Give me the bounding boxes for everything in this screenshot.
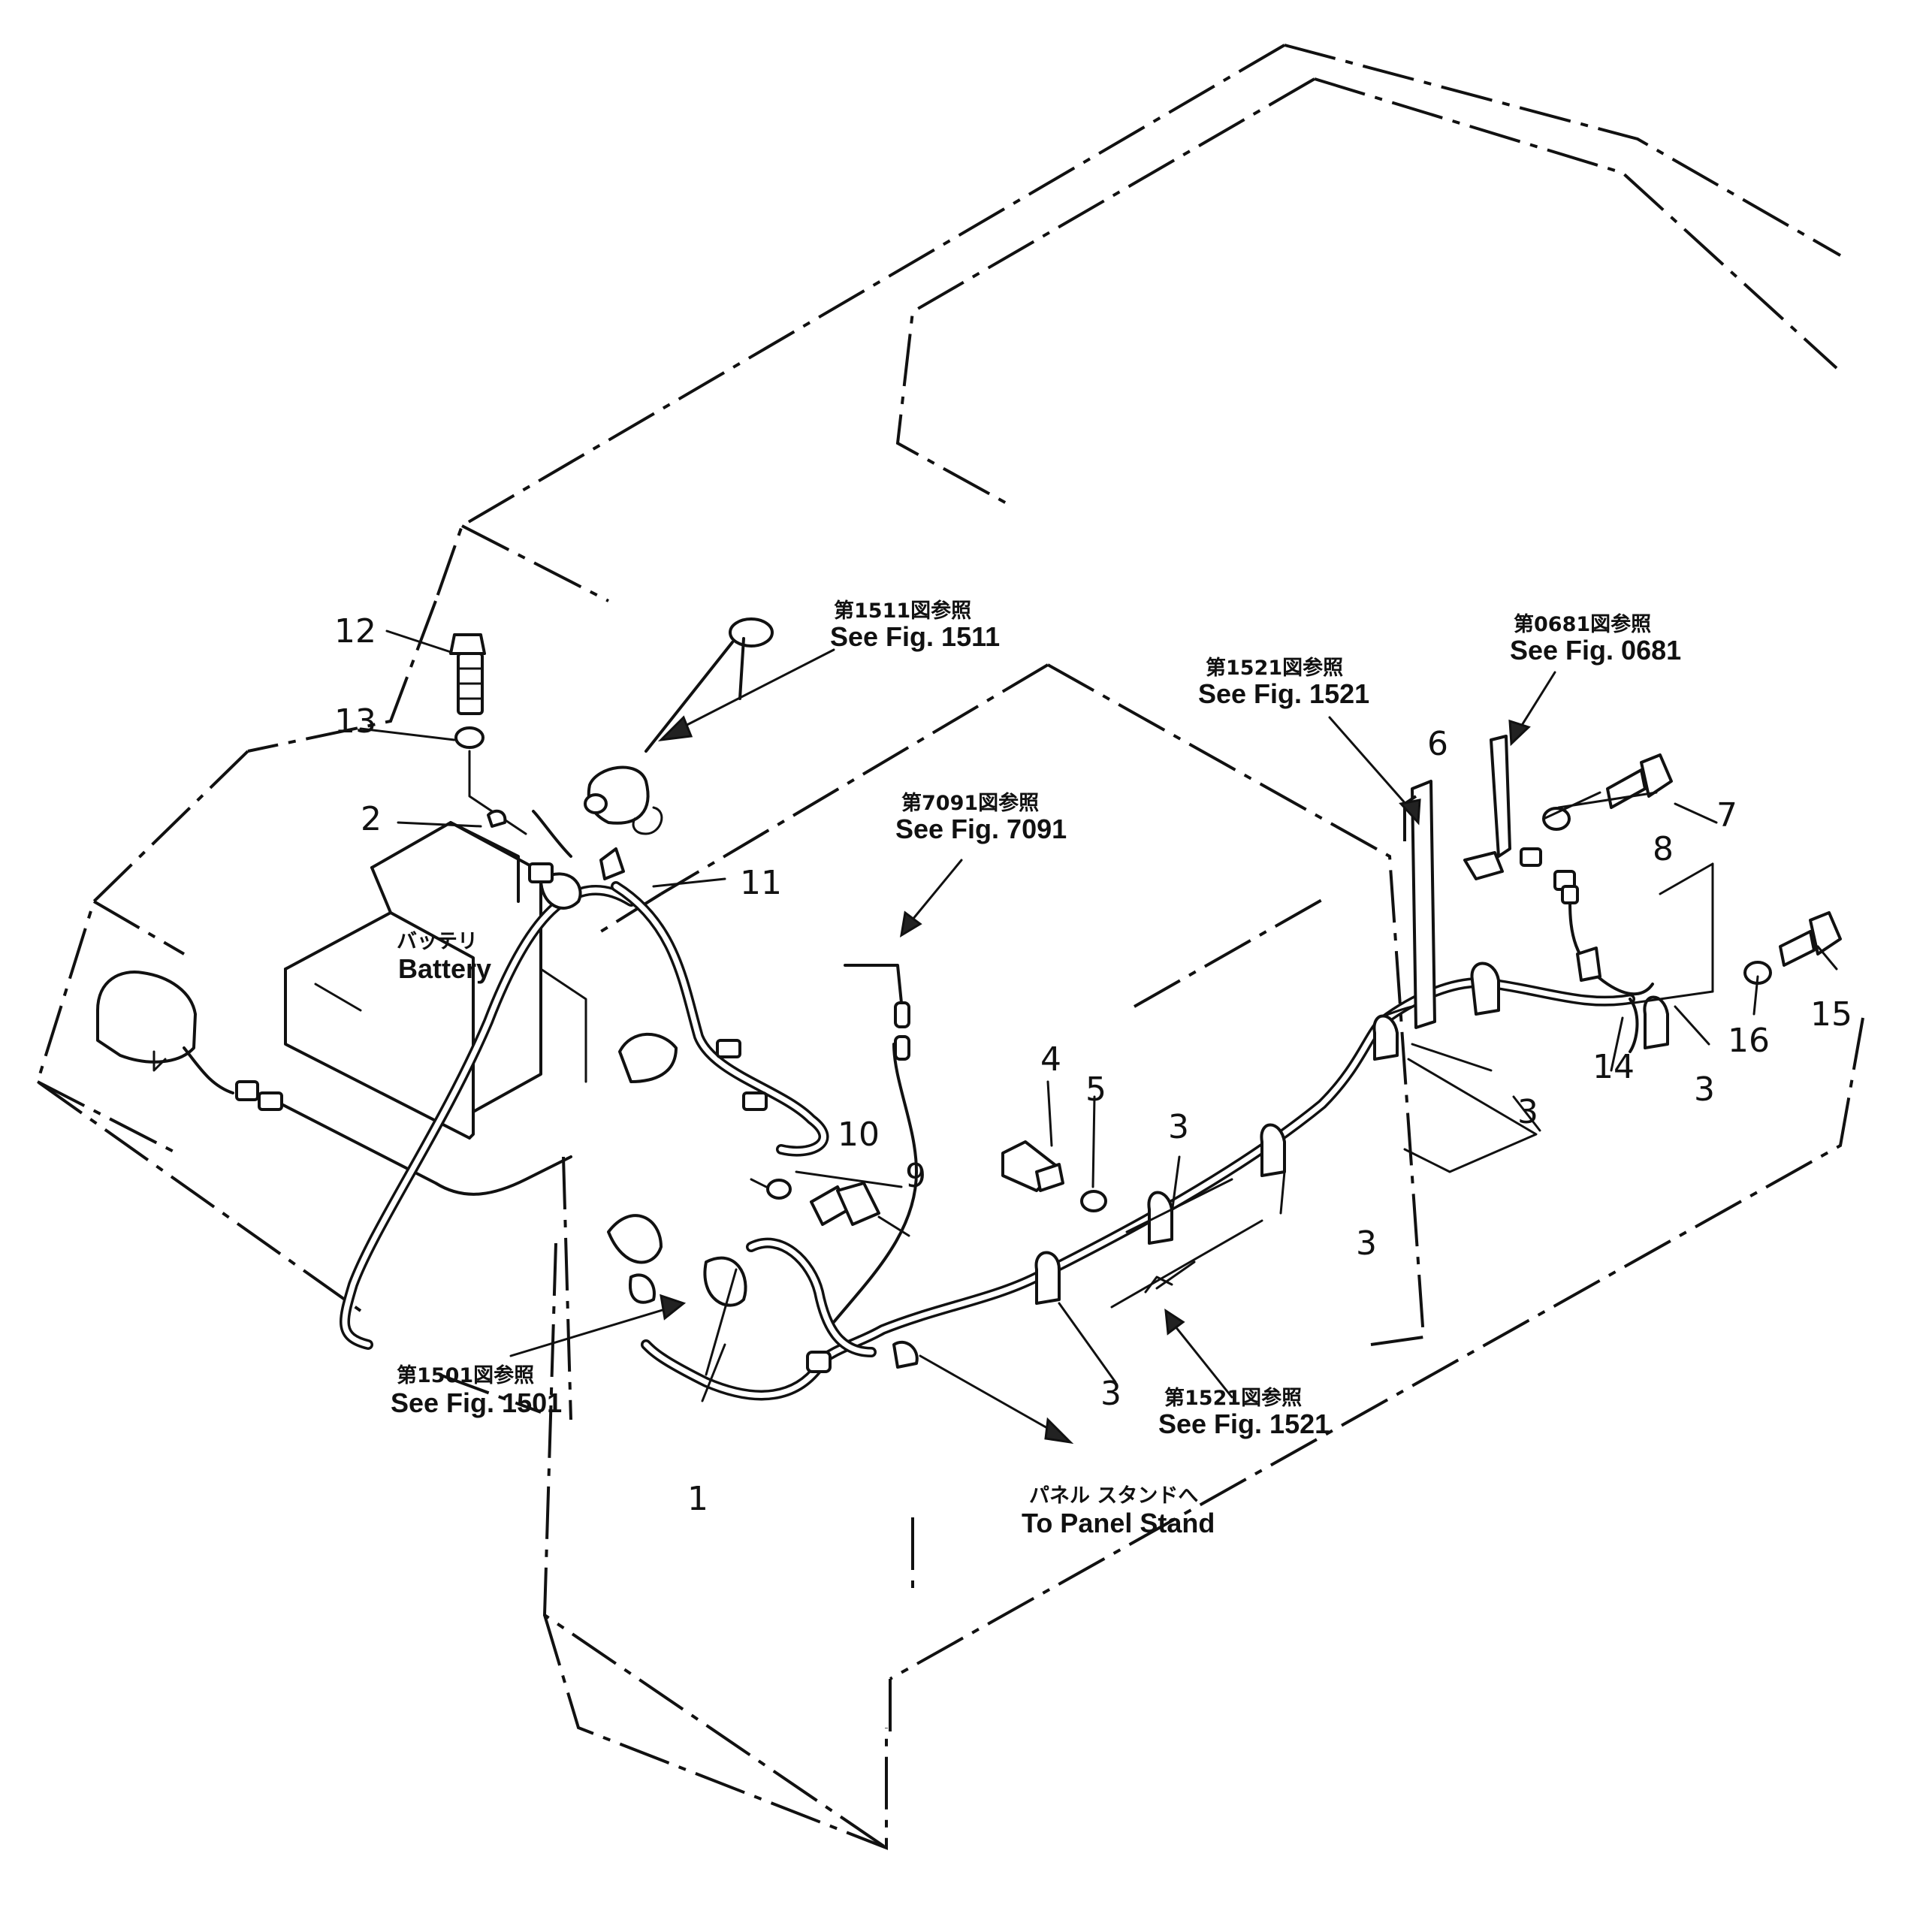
svg-text:第1501図参照: 第1501図参照 bbox=[397, 1363, 534, 1387]
svg-text:To Panel Stand: To Panel Stand bbox=[1022, 1508, 1215, 1538]
callout-6: 6 bbox=[1427, 725, 1448, 763]
figure-reference-1511: 第1511図参照 See Fig. 1511 bbox=[830, 599, 1000, 652]
svg-text:第1521図参照: 第1521図参照 bbox=[1206, 656, 1343, 680]
svg-text:パネル スタンドへ: パネル スタンドへ bbox=[1029, 1484, 1198, 1508]
callout-3: 3 bbox=[1168, 1108, 1189, 1146]
svg-text:See Fig. 1521: See Fig. 1521 bbox=[1198, 678, 1369, 709]
svg-text:第0681図参照: 第0681図参照 bbox=[1514, 612, 1651, 636]
callout-3: 3 bbox=[1100, 1375, 1121, 1413]
figure-reference-1501: 第1501図参照 See Fig. 1501 bbox=[391, 1363, 562, 1418]
part-callouts: 12 13 2 11 1 4 5 3 10 9 3 3 3 6 7 8 14 3… bbox=[334, 612, 1852, 1518]
svg-text:See Fig. 1501: See Fig. 1501 bbox=[391, 1387, 562, 1418]
figure-reference-1521-top: 第1521図参照 See Fig. 1521 bbox=[1198, 656, 1369, 709]
bolts-middle bbox=[750, 1140, 1107, 1226]
svg-text:第1521図参照: 第1521図参照 bbox=[1164, 1386, 1302, 1410]
figure-reference-1521-bottom: 第1521図参照 See Fig. 1521 bbox=[1158, 1386, 1330, 1439]
callout-3: 3 bbox=[1694, 1070, 1715, 1109]
callout-11: 11 bbox=[740, 864, 782, 902]
ref-arrows bbox=[509, 648, 1556, 1445]
connectors bbox=[539, 847, 919, 1373]
figure-reference-7091: 第7091図参照 See Fig. 7091 bbox=[895, 791, 1067, 844]
bolts-top-left bbox=[449, 633, 608, 883]
svg-text:See Fig. 1521: See Fig. 1521 bbox=[1158, 1408, 1330, 1439]
svg-text:See Fig. 0681: See Fig. 0681 bbox=[1510, 635, 1681, 666]
callout-1: 1 bbox=[687, 1480, 708, 1518]
callout-13: 13 bbox=[334, 702, 376, 741]
clamps bbox=[1034, 946, 1669, 1305]
panel-stand-label: パネル スタンドへ To Panel Stand bbox=[1022, 1484, 1215, 1538]
battery-label: バッテリ Battery bbox=[397, 930, 491, 984]
svg-text:See Fig. 1511: See Fig. 1511 bbox=[830, 621, 1000, 652]
callout-12: 12 bbox=[334, 612, 376, 651]
svg-text:第1511図参照: 第1511図参照 bbox=[834, 599, 971, 623]
svg-text:Battery: Battery bbox=[398, 953, 491, 984]
callout-16: 16 bbox=[1728, 1022, 1770, 1060]
machine-outline bbox=[35, 44, 1864, 1850]
callout-5: 5 bbox=[1085, 1070, 1106, 1109]
callout-8: 8 bbox=[1653, 830, 1674, 868]
callout-9: 9 bbox=[905, 1157, 926, 1195]
float-arm bbox=[532, 617, 774, 858]
callout-2: 2 bbox=[361, 800, 382, 838]
svg-text:バッテリ: バッテリ bbox=[397, 930, 478, 953]
callout-10: 10 bbox=[838, 1115, 880, 1154]
svg-text:See Fig. 7091: See Fig. 7091 bbox=[895, 814, 1067, 844]
callout-3: 3 bbox=[1517, 1093, 1538, 1131]
figure-reference-0681: 第0681図参照 See Fig. 0681 bbox=[1510, 612, 1681, 666]
brackets bbox=[1110, 735, 1579, 1309]
callout-4: 4 bbox=[1040, 1040, 1061, 1079]
callout-3: 3 bbox=[1356, 1224, 1377, 1263]
callout-14: 14 bbox=[1592, 1048, 1635, 1086]
lamp bbox=[96, 971, 572, 1196]
leaders bbox=[359, 629, 1838, 1384]
callout-7: 7 bbox=[1716, 796, 1737, 835]
svg-text:第7091図参照: 第7091図参照 bbox=[901, 791, 1039, 815]
callout-15: 15 bbox=[1810, 995, 1852, 1034]
